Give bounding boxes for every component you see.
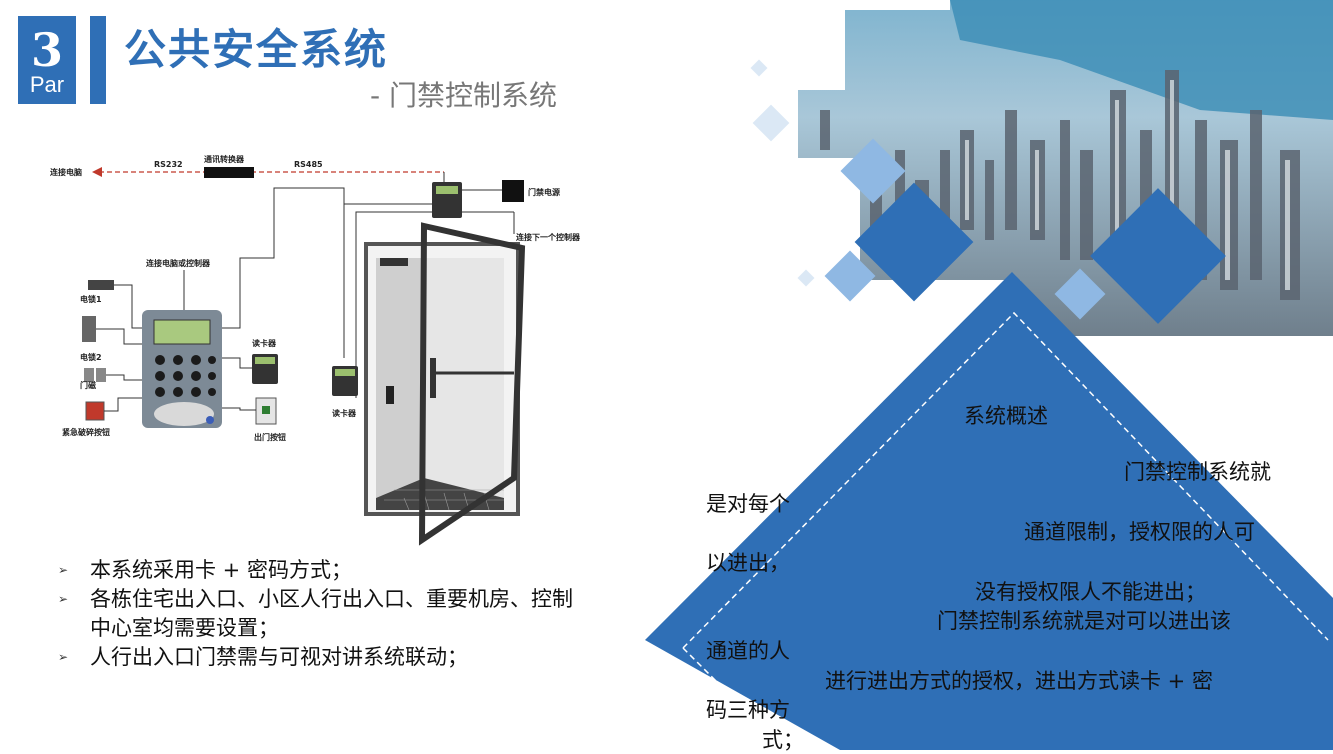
label-converter: 通讯转换器 [204,154,245,164]
label-door-sensor: 门磁 [80,380,96,390]
label-emergency: 紧急破碎按钮 [62,427,110,437]
label-lock1: 电锁1 [80,294,102,304]
overview-line: 以进出， [706,551,790,575]
list-item-text: 本系统采用卡 + 密码方式； [90,558,352,582]
overview-line: 门禁控制系统就 [1124,460,1271,484]
overview-line: 通道的人 [706,639,790,663]
label-reader-a: 读卡器 [252,338,277,348]
door-power-unit [502,180,524,202]
overview-line: 式； [762,728,804,752]
overview-line: 是对每个 [706,492,790,516]
page-subtitle: - 门禁控制系统 [370,79,558,112]
overview-line: 码三种方 [706,698,790,722]
emergency-button [85,401,105,421]
label-rs485: RS485 [294,160,323,169]
label-pc-or-controller: 连接电脑或控制器 [146,258,211,268]
section-label: Par [29,72,65,97]
lock2 [82,316,96,342]
section-badge: 3 Par [18,16,76,104]
blue-panel [645,272,1333,750]
decorative-graphic [645,0,1333,750]
title-accent-bar [90,16,106,104]
door-leaf [418,222,526,546]
label-exit-button: 出门按钮 [254,432,286,442]
section-number: 3 [30,23,63,77]
feature-list: ➢ 本系统采用卡 + 密码方式； ➢ 各栋住宅出入口、小区人行出入口、重要机房、… [58,556,578,672]
page-title: 公共安全系统 [124,25,389,74]
converter-box [204,167,254,178]
list-item-text: 人行出入口门禁需与可视对讲系统联动； [90,645,468,669]
label-lock2: 电锁2 [80,352,102,362]
overview-line: 没有授权限人不能进出； [975,580,1206,604]
label-next-controller: 连接下一个控制器 [516,232,581,242]
bullet-arrow-icon: ➢ [58,563,69,577]
list-item: ➢ 本系统采用卡 + 密码方式； [58,556,578,585]
bullet-arrow-icon: ➢ [58,592,69,606]
label-door-power: 门禁电源 [528,187,560,197]
overview-heading: 系统概述 [964,404,1048,428]
list-item: ➢ 各栋住宅出入口、小区人行出入口、重要机房、控制中心室均需要设置； [58,585,578,643]
list-item-text: 各栋住宅出入口、小区人行出入口、重要机房、控制中心室均需要设置； [90,587,573,640]
label-reader-b: 读卡器 [332,408,357,418]
lock1 [88,280,114,290]
label-rs232: RS232 [154,160,183,169]
overview-line: 门禁控制系统就是对可以进出该 [937,609,1231,633]
overview-line: 通道限制，授权限的人可 [1024,520,1255,544]
bullet-arrow-icon: ➢ [58,650,69,664]
label-connect-pc: 连接电脑 [50,167,82,177]
access-control-diagram: 连接电脑 RS232 通讯转换器 RS485 门禁电源 连接下一个控制器 读卡器… [50,154,581,546]
overview-line: 进行进出方式的授权，进出方式读卡 + 密 [825,669,1213,693]
list-item: ➢ 人行出入口门禁需与可视对讲系统联动； [58,643,578,672]
